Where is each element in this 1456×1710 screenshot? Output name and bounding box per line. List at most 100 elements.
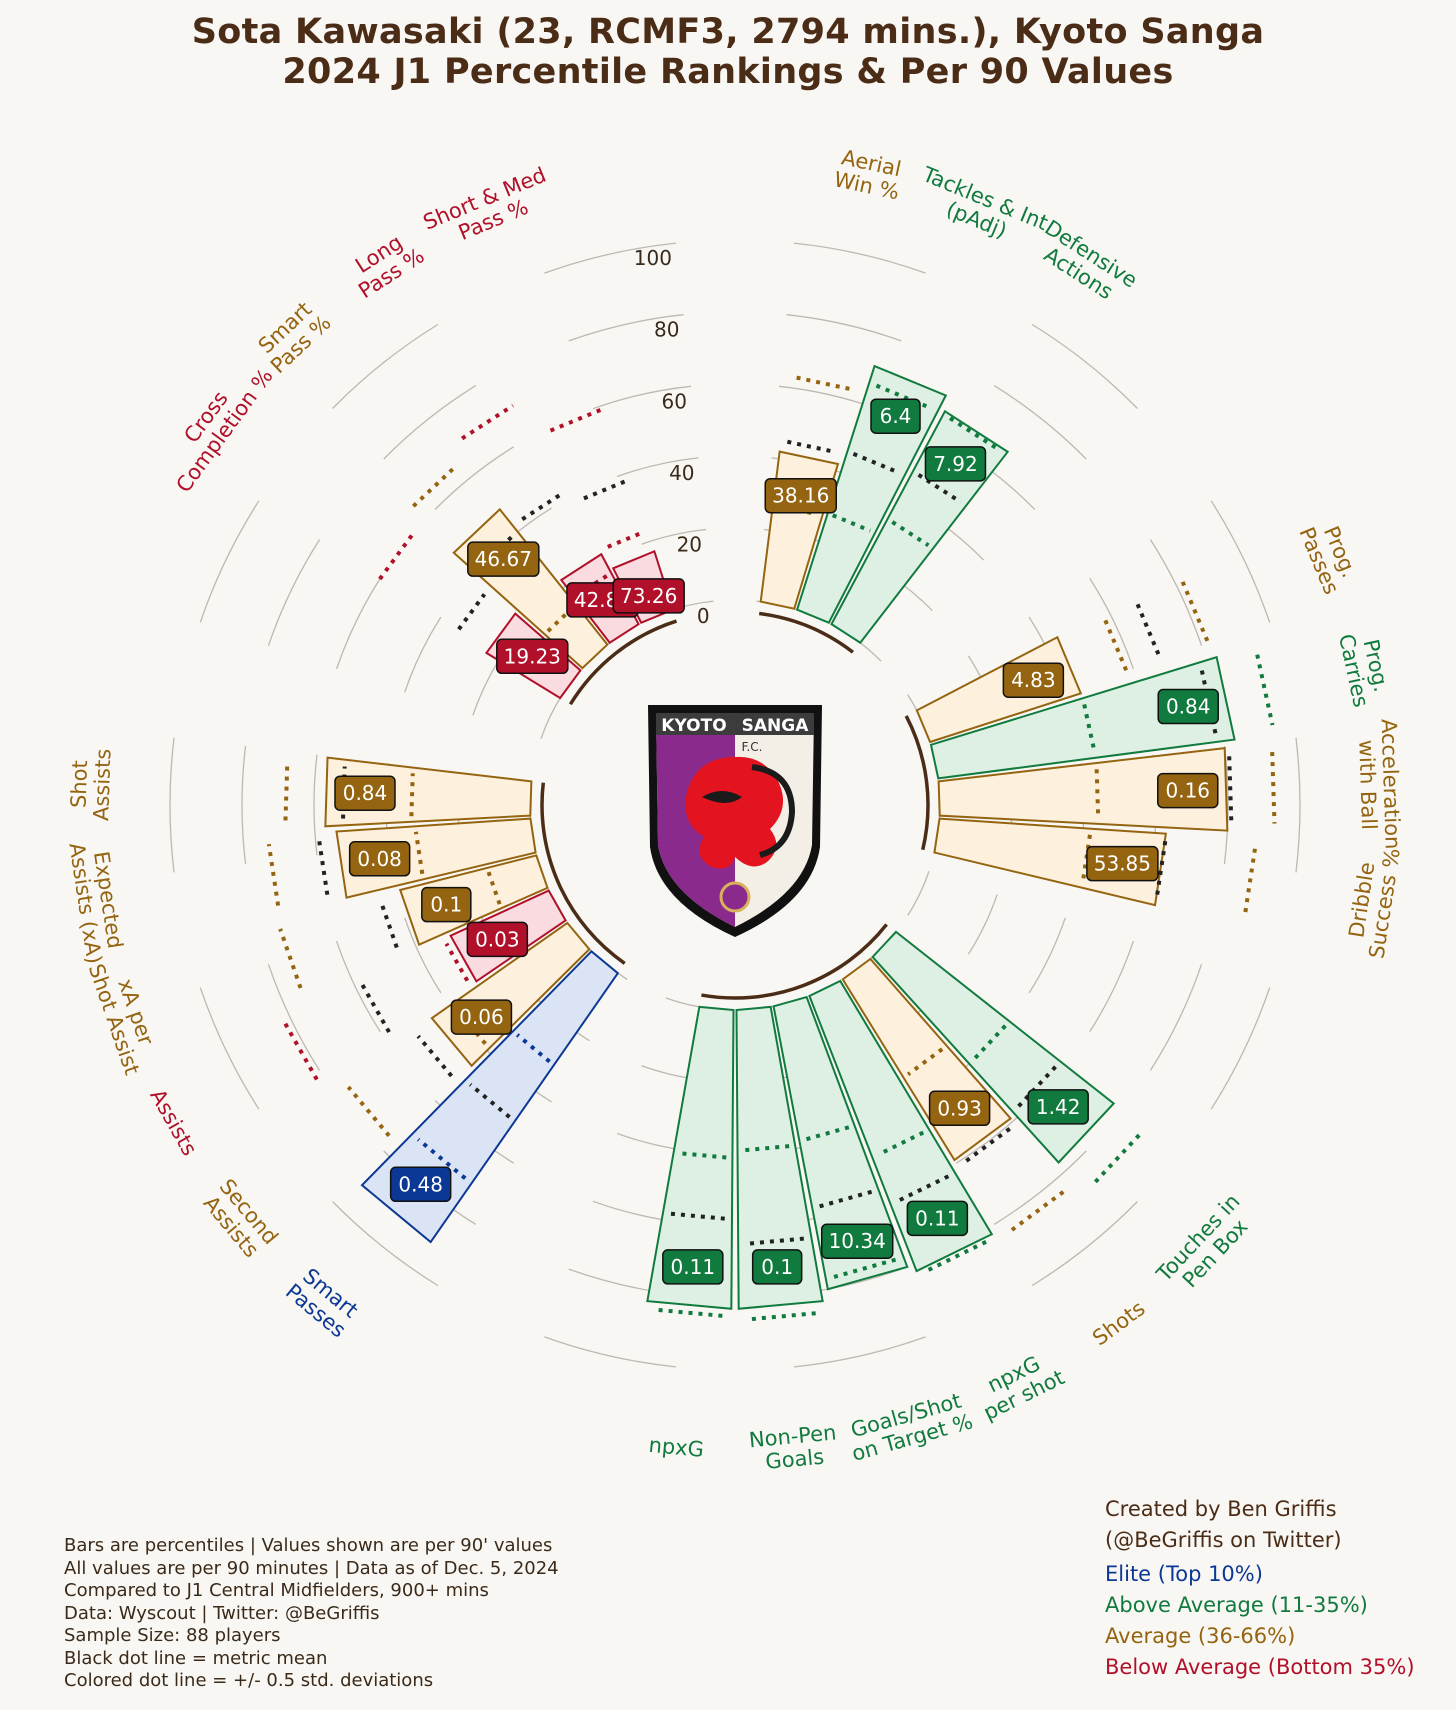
sd-high-dot-line xyxy=(283,760,290,821)
value-label: 7.92 xyxy=(933,452,978,476)
sd-low-dot-line xyxy=(972,1024,1007,1061)
sd-low-dot-line xyxy=(409,773,415,817)
sd-low-dot-line xyxy=(515,1033,551,1064)
note-line: Bars are percentiles | Values shown are … xyxy=(64,1535,553,1556)
value-label: 0.93 xyxy=(937,1096,982,1120)
sd-low-dot-line xyxy=(906,1047,944,1076)
club-crest-logo: KYOTO SANGA F.C. xyxy=(648,705,822,937)
grid-arc xyxy=(544,1336,677,1368)
sd-high-dot-line xyxy=(416,1137,467,1180)
sd-low-dot-line xyxy=(444,942,470,982)
sd-low-dot-line xyxy=(1094,769,1101,818)
group-arc xyxy=(540,782,626,965)
group-arc xyxy=(701,923,888,1000)
legend-above-average: Above Average (11-35%) xyxy=(1105,1593,1368,1617)
value-badge xyxy=(1002,662,1065,698)
grid-arc xyxy=(267,539,321,646)
mean-dot-line xyxy=(1227,756,1234,823)
sd-low-dot-line xyxy=(1082,704,1097,752)
note-line: Data: Wyscout | Twitter: @BeGriffis xyxy=(64,1602,380,1624)
value-labels-layer: 38.166.47.924.830.840.1653.851.420.930.1… xyxy=(334,398,1219,1285)
category-label: ExpectedAssists (xA) xyxy=(64,838,129,966)
category-label-line: npxG xyxy=(648,1433,705,1462)
value-label: 38.16 xyxy=(772,484,829,508)
sd-low-dot-line xyxy=(831,513,871,533)
value-badge xyxy=(450,999,513,1035)
grid-arc xyxy=(967,894,998,955)
mean-dot-line xyxy=(583,479,627,501)
grid-arc xyxy=(434,446,515,510)
category-label: DribbleSuccess % xyxy=(1342,843,1405,960)
note-line: Compared to J1 Central Midfielders, 900+… xyxy=(64,1580,489,1601)
radial-tick-label: 40 xyxy=(669,461,694,485)
value-label: 46.67 xyxy=(475,547,532,571)
value-label: 0.48 xyxy=(398,1172,443,1196)
bar xyxy=(929,655,1236,780)
grid-arc xyxy=(1028,917,1066,994)
category-label: Goals/Shoton Target % xyxy=(843,1387,976,1466)
category-label: Short & MedPass % xyxy=(420,163,559,256)
value-badge xyxy=(334,775,396,811)
grid-arc xyxy=(793,242,926,274)
sd-low-dot-line xyxy=(413,831,425,875)
value-badge xyxy=(467,541,540,577)
value-badge xyxy=(348,841,411,877)
category-label-line: Assists xyxy=(89,748,115,821)
sd-low-dot-line xyxy=(804,1125,850,1142)
sd-high-dot-line xyxy=(796,375,853,392)
sd-low-dot-line xyxy=(1103,619,1129,672)
category-label: LongPass % xyxy=(342,224,429,303)
mean-dot-line xyxy=(917,473,962,504)
mean-dot-line xyxy=(468,1082,511,1119)
radial-tick-label: 100 xyxy=(634,246,672,270)
bar xyxy=(937,746,1229,832)
grid-arc xyxy=(332,1201,439,1287)
value-label: 0.1 xyxy=(761,1255,793,1279)
grid-arc xyxy=(404,917,442,994)
group-arc xyxy=(758,611,855,654)
sd-low-dot-line xyxy=(891,520,930,547)
category-label-line: Acceleration xyxy=(1377,718,1405,849)
logo-word-right: SANGA xyxy=(742,716,810,736)
sd-high-dot-line xyxy=(266,843,281,906)
value-badge xyxy=(421,886,472,923)
category-label-line: Goals xyxy=(764,1445,825,1474)
grid-arc xyxy=(617,457,699,478)
grid-arc xyxy=(199,500,260,623)
radial-tick-label: 0 xyxy=(697,604,710,628)
value-label: 0.11 xyxy=(671,1255,716,1279)
category-label-line: Shot xyxy=(67,760,93,808)
category-label: Non-PenGoals xyxy=(748,1420,840,1475)
radial-tick-label: 60 xyxy=(662,389,687,413)
grid-arc xyxy=(1089,940,1135,1032)
value-badge xyxy=(662,1249,724,1285)
grid-arc xyxy=(1210,987,1271,1110)
mean-dot-line xyxy=(317,839,330,895)
grid-arc xyxy=(267,964,321,1071)
category-label: SmartPasses xyxy=(281,1261,365,1342)
mean-dot-line xyxy=(521,491,564,521)
value-badge xyxy=(1086,845,1159,882)
mean-dot-line xyxy=(786,439,836,454)
sd-low-dot-line xyxy=(607,530,644,549)
bar xyxy=(808,979,994,1273)
sd-high-dot-line xyxy=(747,1311,816,1322)
value-label: 0.03 xyxy=(475,927,520,951)
category-label-line: with Ball xyxy=(1354,739,1381,830)
group-arc xyxy=(904,715,930,851)
value-label: 1.42 xyxy=(1036,1095,1081,1119)
value-badge xyxy=(466,921,529,958)
grid-arc xyxy=(641,528,707,545)
value-label: 53.85 xyxy=(1094,852,1151,876)
note-line: Black dot line = metric mean xyxy=(64,1647,328,1669)
mean-dot-line xyxy=(457,593,487,631)
bar xyxy=(772,995,909,1291)
value-badge xyxy=(1157,688,1219,725)
sd-high-dot-line xyxy=(833,1257,897,1279)
category-label: npxG xyxy=(648,1433,705,1462)
grid-arc xyxy=(199,987,260,1110)
sd-high-dot-line xyxy=(1008,1190,1065,1234)
grid-arc xyxy=(404,616,442,693)
sd-low-dot-line xyxy=(877,1130,925,1157)
